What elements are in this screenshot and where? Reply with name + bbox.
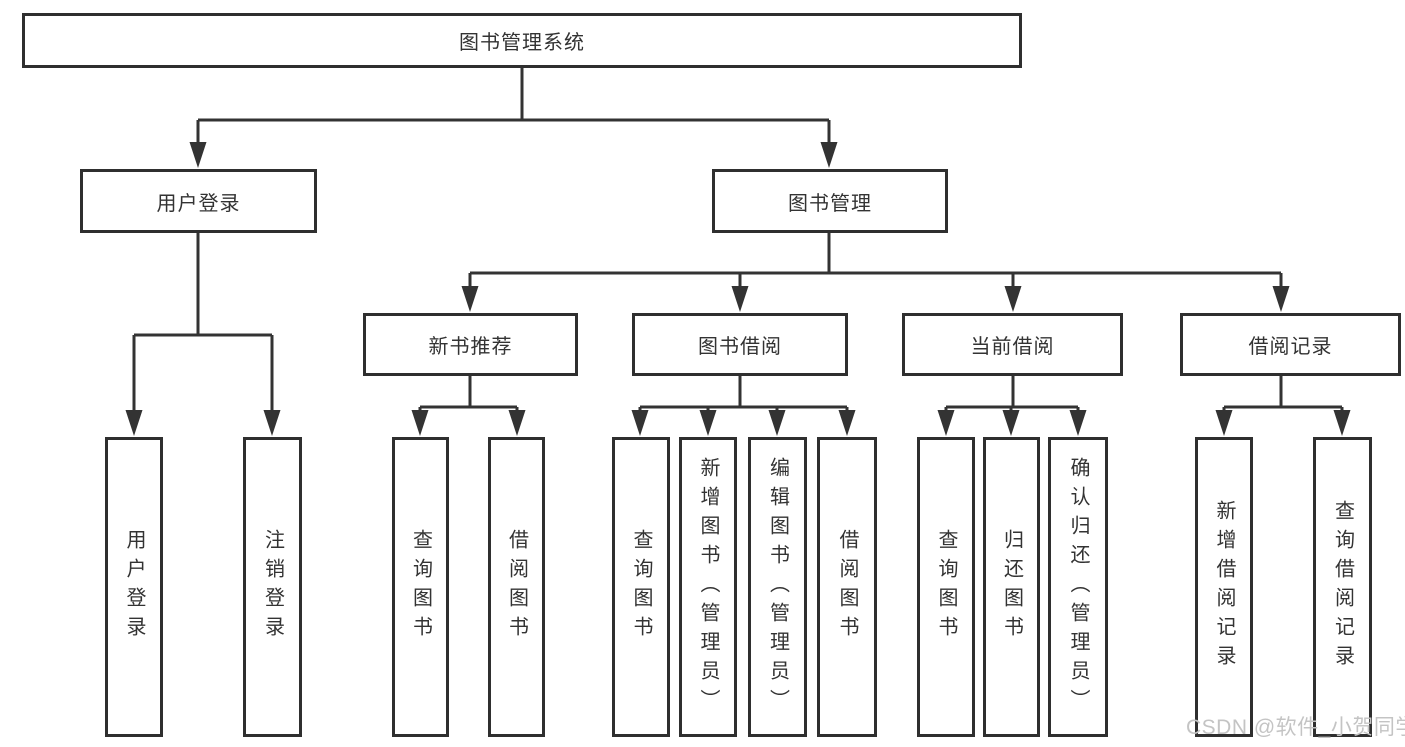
connector-borrowing-records-to-leaves	[1222, 376, 1344, 412]
node-new-book-recommend: 新书推荐	[363, 313, 578, 376]
connector-new-book-to-leaves	[418, 376, 519, 412]
connector-user-login-to-leaves	[132, 233, 274, 412]
leaf-query-borrow-record: 查询借阅记录	[1313, 437, 1372, 737]
leaf-return-books: 归还图书	[983, 437, 1040, 737]
leaf-borrow-books: 借阅图书	[817, 437, 877, 737]
leaf-edit-books-admin: 编辑图书（管理员）	[748, 437, 807, 737]
node-root-system: 图书管理系统	[22, 13, 1022, 68]
connector-root-to-level2	[196, 68, 831, 144]
connector-current-borrowing-to-leaves	[944, 376, 1080, 412]
node-current-borrowing: 当前借阅	[902, 313, 1123, 376]
leaf-borrow-books-recommend: 借阅图书	[488, 437, 545, 737]
leaf-query-books-recommend: 查询图书	[392, 437, 449, 737]
leaf-query-books-current: 查询图书	[917, 437, 975, 737]
leaf-user-login: 用户登录	[105, 437, 163, 737]
leaf-add-books-admin: 新增图书（管理员）	[679, 437, 737, 737]
leaf-logout: 注销登录	[243, 437, 302, 737]
leaf-add-borrow-record: 新增借阅记录	[1195, 437, 1253, 737]
leaf-confirm-return-admin: 确认归还（管理员）	[1048, 437, 1108, 737]
connector-book-borrowing-to-leaves	[638, 376, 849, 412]
connector-book-management-to-level3	[468, 233, 1283, 288]
node-book-borrowing: 图书借阅	[632, 313, 848, 376]
node-user-login: 用户登录	[80, 169, 317, 233]
leaf-query-books-borrowing: 查询图书	[612, 437, 670, 737]
arrowheads-down	[125, 142, 1351, 436]
csdn-watermark: CSDN @软件_小贺同学	[1186, 716, 1405, 739]
node-borrowing-records: 借阅记录	[1180, 313, 1401, 376]
node-book-management: 图书管理	[712, 169, 948, 233]
